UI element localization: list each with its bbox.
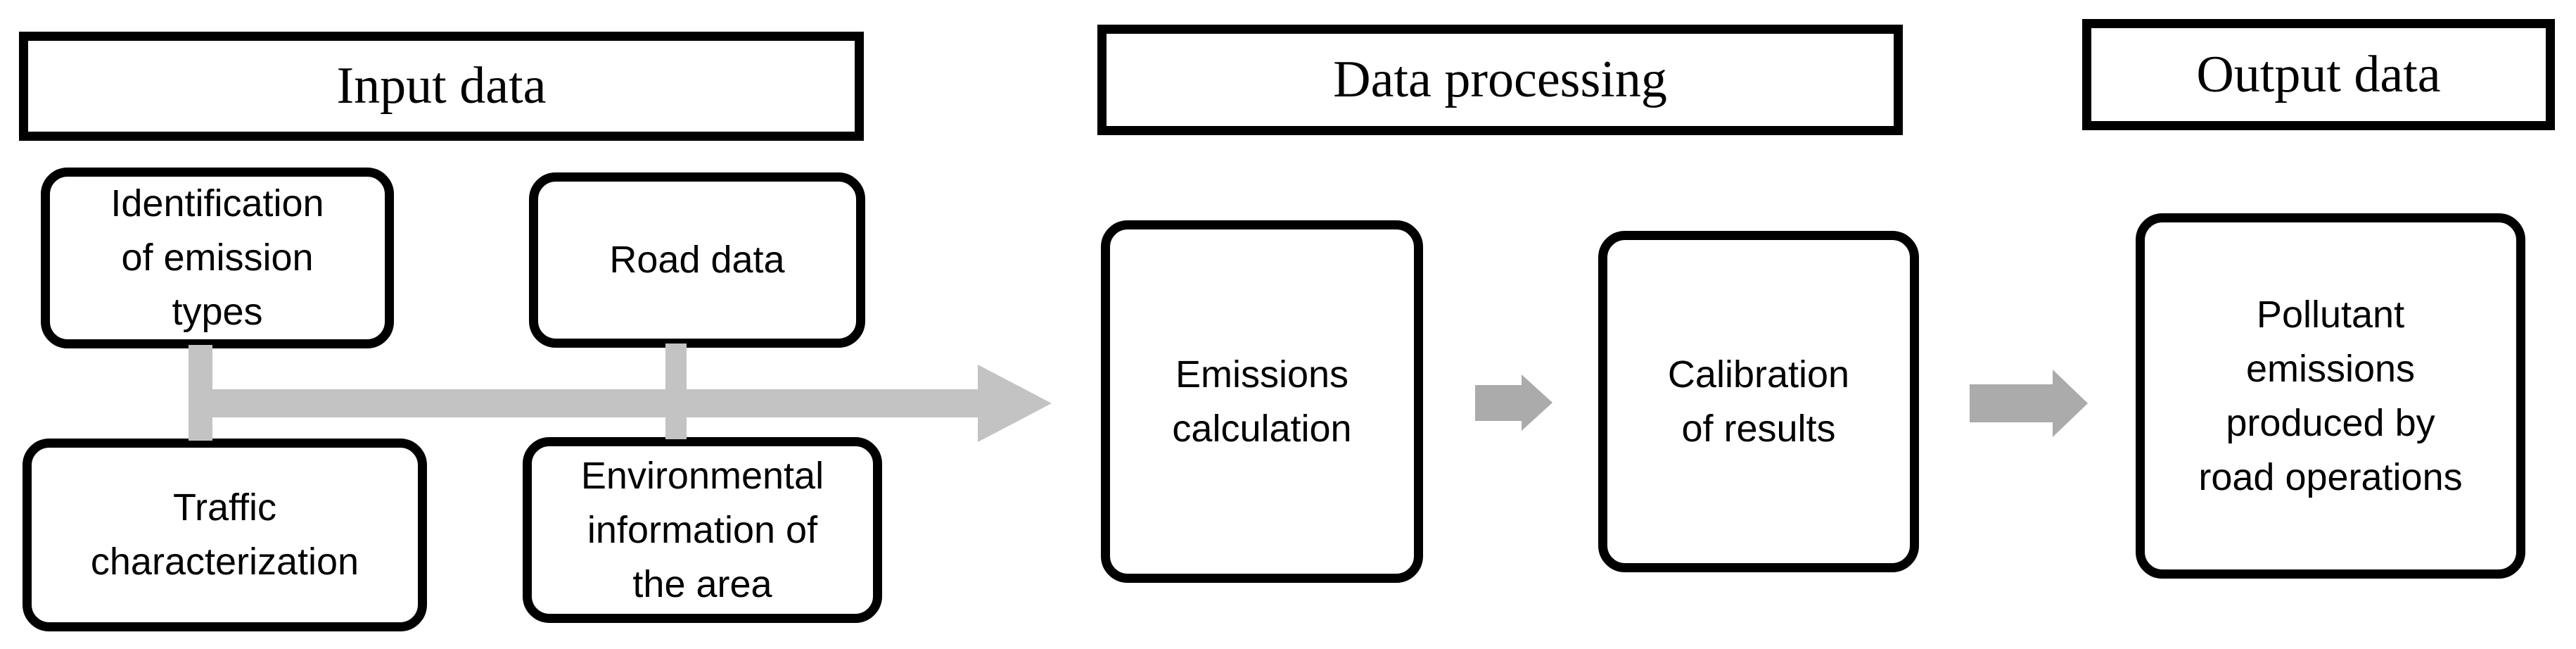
big-right-arrow-shaft: [189, 389, 978, 417]
box-text-line: Road data: [609, 239, 785, 281]
calibration-of-results-box: Calibration of results: [1598, 231, 1919, 572]
box-text-line: produced by: [2226, 401, 2435, 444]
box-text-line: calculation: [1172, 407, 1352, 450]
box-text-line: types: [172, 291, 263, 333]
box-text-line: characterization: [90, 541, 359, 583]
environmental-information-box: Environmental information of the area: [523, 437, 882, 623]
emissions-calculation-box: Emissions calculation: [1101, 220, 1423, 583]
output-data-header-label: Output data: [2196, 45, 2441, 103]
right-arrow-icon-shaft: [1475, 385, 1522, 421]
road-data-box: Road data: [529, 172, 865, 348]
box-text-line: of results: [1681, 407, 1836, 450]
box-text-line: Identification: [110, 182, 324, 225]
box-text-line: the area: [632, 562, 772, 605]
traffic-characterization-box: Traffic characterization: [23, 439, 427, 631]
big-right-arrow-icon: [978, 365, 1052, 442]
right-arrow-icon: [2053, 370, 2088, 437]
box-text-line: Pollutant: [2256, 293, 2405, 336]
right-arrow-icon: [1522, 374, 1552, 431]
data-processing-header: Data processing: [1097, 25, 1903, 135]
box-text-line: of emission: [121, 237, 314, 279]
output-data-header: Output data: [2082, 19, 2555, 130]
pollutant-emissions-box: Pollutant emissions produced by road ope…: [2136, 213, 2525, 579]
box-text-line: Emissions: [1175, 353, 1349, 396]
box-text-line: emissions: [2245, 347, 2416, 390]
box-text-line: road operations: [2198, 455, 2463, 498]
identification-of-emission-types-box: Identification of emission types: [41, 168, 394, 348]
box-text-line: information of: [587, 508, 818, 551]
data-processing-header-label: Data processing: [1333, 51, 1667, 108]
right-arrow-icon-shaft: [1970, 384, 2053, 422]
box-text-line: Traffic: [172, 486, 277, 529]
input-data-header: Input data: [19, 32, 864, 141]
box-text-line: Environmental: [580, 454, 824, 497]
input-data-header-label: Input data: [336, 57, 547, 115]
box-text-line: Calibration: [1667, 353, 1850, 396]
